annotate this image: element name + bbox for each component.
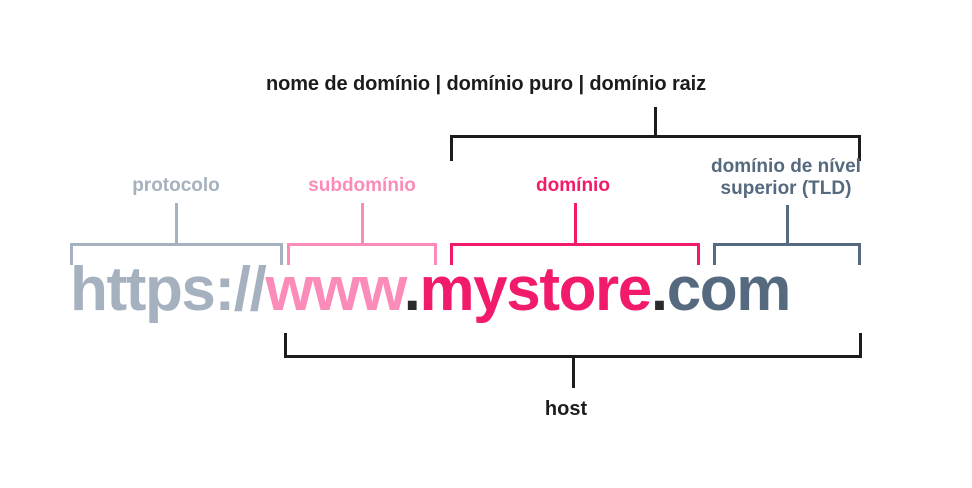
bracket-bar — [450, 135, 861, 138]
bracket-bar — [713, 243, 861, 246]
bracket-leg-left — [450, 243, 453, 265]
bracket-bar — [287, 243, 437, 246]
bracket-bar — [284, 355, 862, 358]
bracket-leg-right — [858, 135, 861, 161]
bracket-stem — [573, 203, 577, 243]
bracket-leg-right — [858, 243, 861, 265]
bracket-leg-right — [280, 243, 283, 265]
bracket-stem — [571, 358, 575, 388]
bracket-bar — [450, 243, 700, 246]
url-dot-separator-1: . — [403, 255, 421, 324]
domain-name-label: nome de domínio | domínio puro | domínio… — [265, 73, 707, 95]
bracket-leg-right — [697, 243, 700, 265]
url-text: https://www.mystore.com — [70, 259, 791, 321]
bracket-leg-right — [859, 333, 862, 358]
url-dot-separator-2: . — [650, 255, 668, 324]
domain-label: domínio — [536, 175, 610, 196]
url-subdomain-segment: www — [265, 255, 405, 324]
bracket-stem — [360, 203, 364, 243]
url-tld-segment: com — [666, 255, 792, 324]
bracket-leg-left — [713, 243, 716, 265]
host-bracket — [284, 333, 862, 388]
tld-label: domínio de nível superior (TLD) — [711, 156, 861, 199]
bracket-bar — [70, 243, 283, 246]
bracket-leg-left — [450, 135, 453, 161]
tld-bracket — [713, 205, 861, 265]
bracket-leg-left — [287, 243, 290, 265]
url-domain-segment: mystore — [419, 255, 652, 324]
protocol-label: protocolo — [132, 175, 220, 196]
bracket-stem — [785, 205, 789, 243]
bracket-leg-right — [434, 243, 437, 265]
url-protocol-segment: https:// — [70, 255, 267, 324]
bracket-leg-left — [70, 243, 73, 265]
domain-name-bracket — [450, 107, 861, 161]
subdomain-bracket — [287, 203, 437, 265]
host-label: host — [544, 398, 588, 420]
bracket-leg-left — [284, 333, 287, 358]
bracket-stem — [654, 107, 657, 135]
bracket-stem — [175, 203, 178, 243]
domain-bracket — [450, 203, 700, 265]
protocol-bracket — [70, 203, 283, 265]
subdomain-label: subdomínio — [308, 175, 416, 196]
